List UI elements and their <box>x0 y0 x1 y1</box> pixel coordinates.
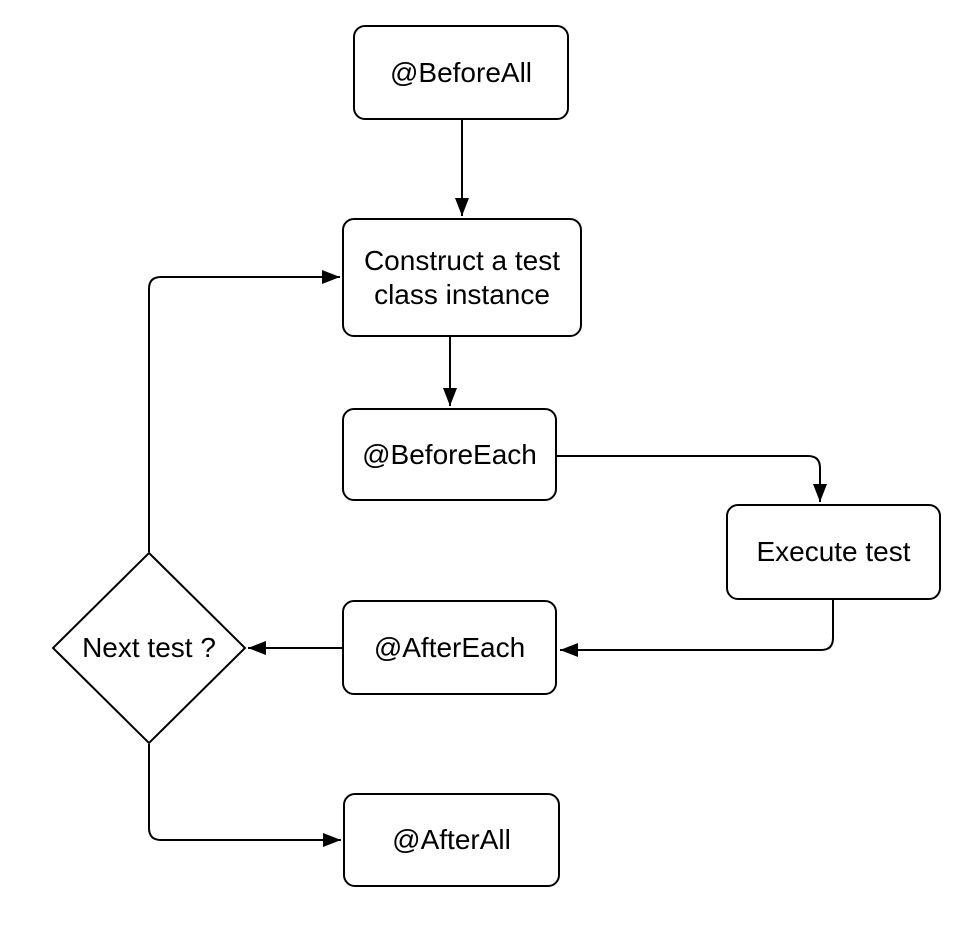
decision-diamond-shape <box>51 551 247 745</box>
node-construct-instance: Construct a test class instance <box>342 218 582 337</box>
node-next-test-label: Next test ? <box>82 632 216 664</box>
node-before-each: @BeforeEach <box>342 408 557 501</box>
edge-nexttest-to-construct <box>148 270 340 552</box>
node-after-each: @AfterEach <box>342 600 557 695</box>
edge-executetest-to-aftereach <box>560 600 834 657</box>
node-before-all: @BeforeAll <box>353 25 569 120</box>
node-after-all: @AfterAll <box>343 793 560 887</box>
edge-nexttest-to-afterall <box>148 744 341 847</box>
node-execute-test: Execute test <box>726 504 941 600</box>
edge-beforeeach-to-executetest <box>557 455 827 502</box>
